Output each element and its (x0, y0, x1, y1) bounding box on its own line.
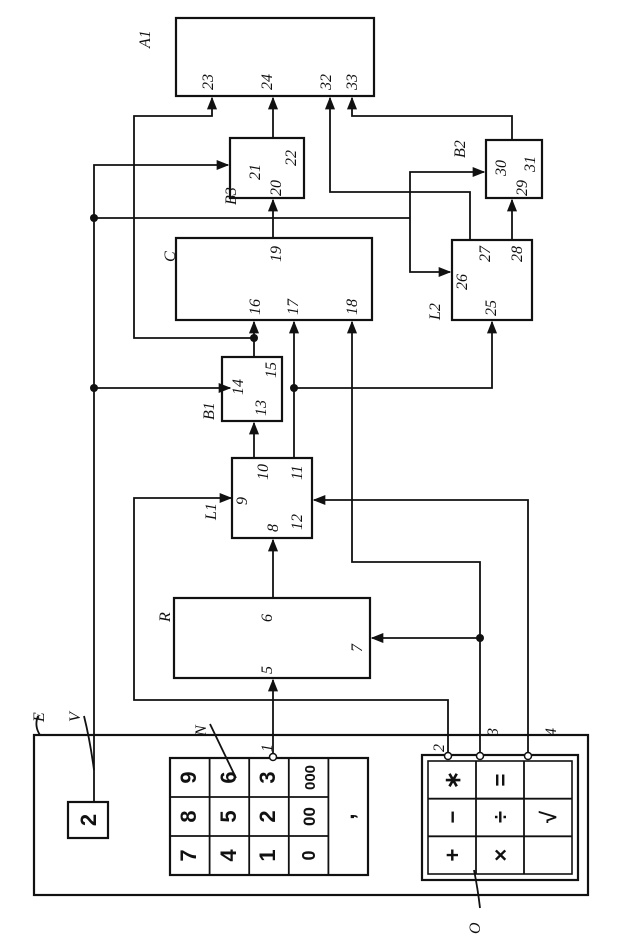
port-20: 20 (268, 180, 285, 196)
port-19: 19 (268, 246, 285, 262)
device-e: E V N O 2 7 8 9 4 5 6 1 2 3 0 (31, 710, 590, 934)
block-a1: A1 23 24 32 33 (137, 16, 376, 98)
port-17: 17 (285, 298, 302, 315)
port-29: 29 (514, 180, 531, 196)
port-28: 28 (509, 246, 526, 262)
key-divide[interactable]: ÷ (488, 811, 513, 823)
digit-keypad: 7 8 9 4 5 6 1 2 3 0 00 000 , (168, 756, 370, 877)
block-c-label: C (162, 251, 179, 262)
key-0[interactable]: 0 (299, 850, 319, 860)
key-comma[interactable]: , (334, 813, 359, 819)
block-l1: L1 9 10 11 8 12 (203, 456, 314, 540)
display-v-label: V (67, 710, 84, 722)
block-a1-label: A1 (137, 30, 154, 49)
op-keypad-o-label: O (467, 922, 484, 934)
key-2[interactable]: 2 (255, 810, 280, 822)
block-b1-label: B1 (201, 402, 218, 420)
block-b3-label: B3 (223, 187, 240, 205)
port-18: 18 (344, 299, 361, 315)
terminal-2: 2 (431, 744, 448, 752)
key-plus[interactable]: + (440, 849, 465, 862)
block-b2: B2 30 31 29 (452, 138, 544, 200)
key-000[interactable]: 000 (302, 765, 319, 790)
port-8: 8 (265, 524, 282, 532)
port-15: 15 (263, 362, 280, 378)
port-30: 30 (493, 160, 510, 177)
key-minus[interactable]: − (440, 811, 465, 824)
block-r: R 6 5 7 (157, 596, 372, 680)
port-23: 23 (200, 74, 217, 90)
port-6: 6 (259, 614, 276, 622)
terminal-1: 1 (259, 744, 276, 752)
port-24: 24 (259, 74, 276, 90)
device-e-label: E (31, 712, 48, 723)
port-11: 11 (289, 465, 306, 480)
key-multiply[interactable]: × (488, 849, 513, 862)
operation-keypad: + − ∗ × ÷ = √ (420, 753, 580, 882)
key-9[interactable]: 9 (176, 771, 201, 783)
port-16: 16 (247, 299, 264, 315)
terminal-3: 3 (485, 728, 502, 737)
block-l1-label: L1 (203, 503, 220, 521)
port-21-b3: 21 (247, 164, 264, 180)
key-5[interactable]: 5 (216, 810, 241, 822)
block-b2-label: B2 (452, 140, 469, 158)
key-00[interactable]: 00 (300, 807, 319, 826)
key-6[interactable]: 6 (216, 771, 241, 783)
port-27: 27 (477, 245, 494, 262)
port-13: 13 (253, 400, 270, 416)
terminal-4: 4 (543, 728, 560, 736)
keypad-n-label: N (193, 724, 210, 737)
port-33: 33 (344, 74, 361, 91)
key-3[interactable]: 3 (255, 771, 280, 783)
port-5: 5 (259, 666, 276, 674)
block-r-label: R (157, 612, 174, 623)
key-1[interactable]: 1 (255, 849, 280, 861)
key-7[interactable]: 7 (176, 849, 201, 861)
port-32: 32 (318, 74, 335, 91)
wiring (90, 96, 533, 802)
port-12: 12 (289, 514, 306, 530)
port-14: 14 (230, 379, 247, 395)
key-equals[interactable]: = (488, 774, 513, 787)
port-9: 9 (234, 497, 251, 505)
block-l2: L2 26 27 28 25 (427, 238, 534, 322)
key-sqrt[interactable]: √ (536, 810, 561, 823)
block-b1: B1 14 15 13 (201, 355, 284, 423)
port-25: 25 (483, 300, 500, 316)
port-10: 10 (255, 464, 272, 480)
block-c: C 19 16 17 18 (162, 236, 374, 322)
key-8[interactable]: 8 (176, 810, 201, 822)
key-star[interactable]: ∗ (440, 771, 465, 789)
key-4[interactable]: 4 (216, 849, 241, 862)
block-b3: B3 21 22 20 (223, 136, 306, 205)
display-value: 2 (76, 814, 101, 826)
display-v (66, 800, 110, 840)
port-22: 22 (283, 150, 300, 166)
port-31: 31 (522, 156, 539, 173)
block-l2-label: L2 (427, 303, 444, 321)
port-7: 7 (349, 643, 366, 652)
port-26: 26 (454, 274, 471, 290)
